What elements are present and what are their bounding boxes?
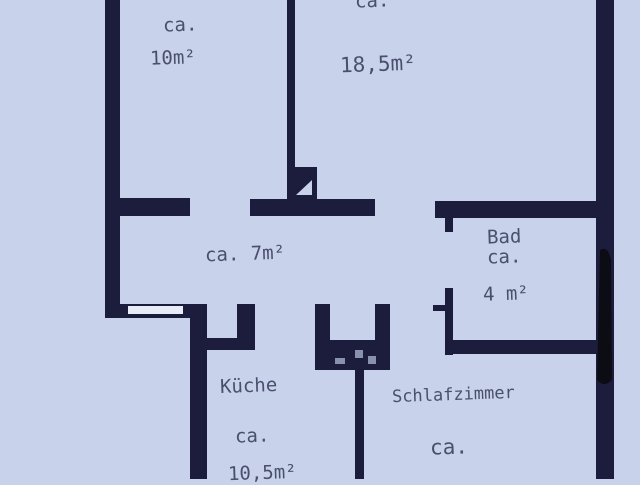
room-top-right-area: 18,5m² (339, 50, 417, 78)
chimney-hatch (296, 180, 312, 195)
bathroom-door-stop (433, 305, 453, 311)
wall-kitchen-bedroom (355, 368, 364, 479)
shaft-hatch (335, 350, 376, 364)
wall-top-right-room (250, 199, 375, 216)
kitchen-wall-top (207, 338, 255, 350)
room-top-left-area: 10m² (149, 46, 197, 70)
wall-between-top-rooms (287, 0, 295, 200)
shaft (315, 340, 390, 370)
bathroom-wall-left (445, 288, 453, 355)
bedroom-ca: ca. (429, 434, 469, 460)
wall-bathroom-top (435, 201, 614, 218)
kitchen-area: 10,5m² (227, 460, 298, 485)
outer-wall-right (596, 0, 614, 479)
walls (105, 0, 614, 479)
wall-top-left-room (105, 198, 190, 216)
kitchen-wall-left (190, 304, 207, 479)
outer-wall-left (105, 0, 120, 316)
window (128, 306, 183, 314)
room-top-right-ca: ca. (354, 0, 390, 13)
chimney-box (287, 167, 317, 202)
bathroom-area: 4 m² (482, 282, 530, 306)
marker-scribble (597, 248, 612, 384)
kitchen-ca: ca. (234, 424, 270, 448)
room-top-left-ca: ca. (162, 13, 198, 37)
kitchen-title: Küche (219, 374, 278, 398)
bathroom-wall-bottom (445, 340, 596, 354)
bedroom-title: Schlafzimmer (391, 382, 516, 408)
bathroom-ca: ca. (486, 245, 522, 269)
hallway-area: ca. 7m² (204, 241, 286, 267)
bathroom-door-stub (445, 216, 453, 232)
